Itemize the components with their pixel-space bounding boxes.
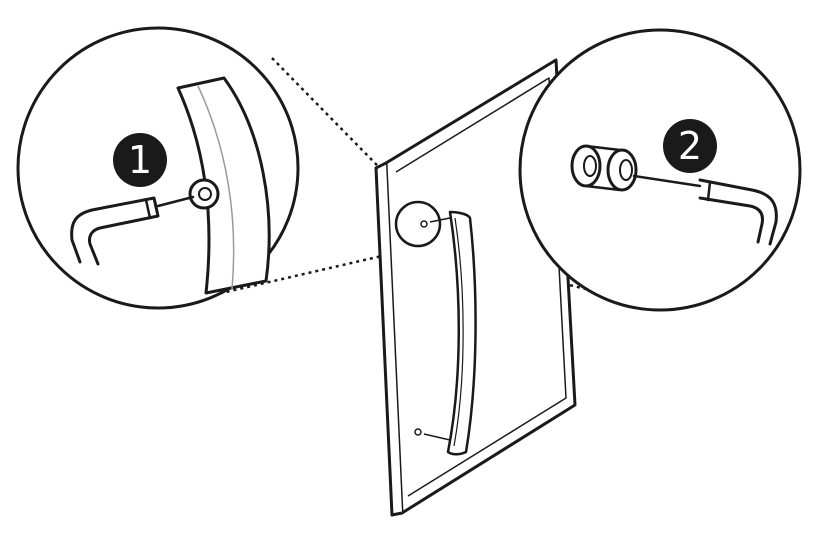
step-1-badge: 1 [113, 133, 167, 187]
step-2-number: 2 [678, 124, 702, 168]
nut-top-edge [585, 144, 621, 152]
step-2-badge-circle [663, 119, 717, 173]
allen-key-band [144, 198, 152, 220]
allen-key-right-band [706, 180, 712, 202]
nut-right-inner [619, 159, 633, 181]
screw-closeup-icon [188, 178, 220, 210]
handle-bottom-bracket [423, 433, 451, 441]
top-screw-icon [420, 220, 428, 228]
nut-left-inner [583, 155, 597, 177]
allen-key-body [70, 196, 160, 266]
detail-circle-right [518, 28, 802, 312]
detail-circle-step-2: 2 [518, 28, 802, 312]
allen-key-icon-right [632, 174, 778, 246]
nut-bottom-edge [585, 184, 621, 192]
handle-body [446, 210, 477, 456]
allen-key-right-body [698, 178, 778, 246]
handle-closeup-edge [197, 85, 235, 290]
step-1-number: 1 [128, 138, 152, 182]
step-1-badge-circle [113, 133, 167, 187]
bottom-screw-icon [414, 428, 422, 436]
allen-key-right-tip [632, 174, 702, 188]
handle-closeup [176, 76, 271, 295]
allen-key-icon [70, 195, 195, 266]
screw-head-inner [198, 187, 212, 201]
detail-circle-step-1: 1 [16, 26, 300, 310]
zoom-area-circle [394, 200, 442, 248]
handle-closeup-body [176, 76, 271, 295]
allen-key-tip [156, 195, 195, 208]
handle-inner-line [453, 217, 464, 447]
door-edge [374, 161, 403, 517]
spacer-nut-icon [570, 144, 638, 192]
step-2-badge: 2 [663, 119, 717, 173]
